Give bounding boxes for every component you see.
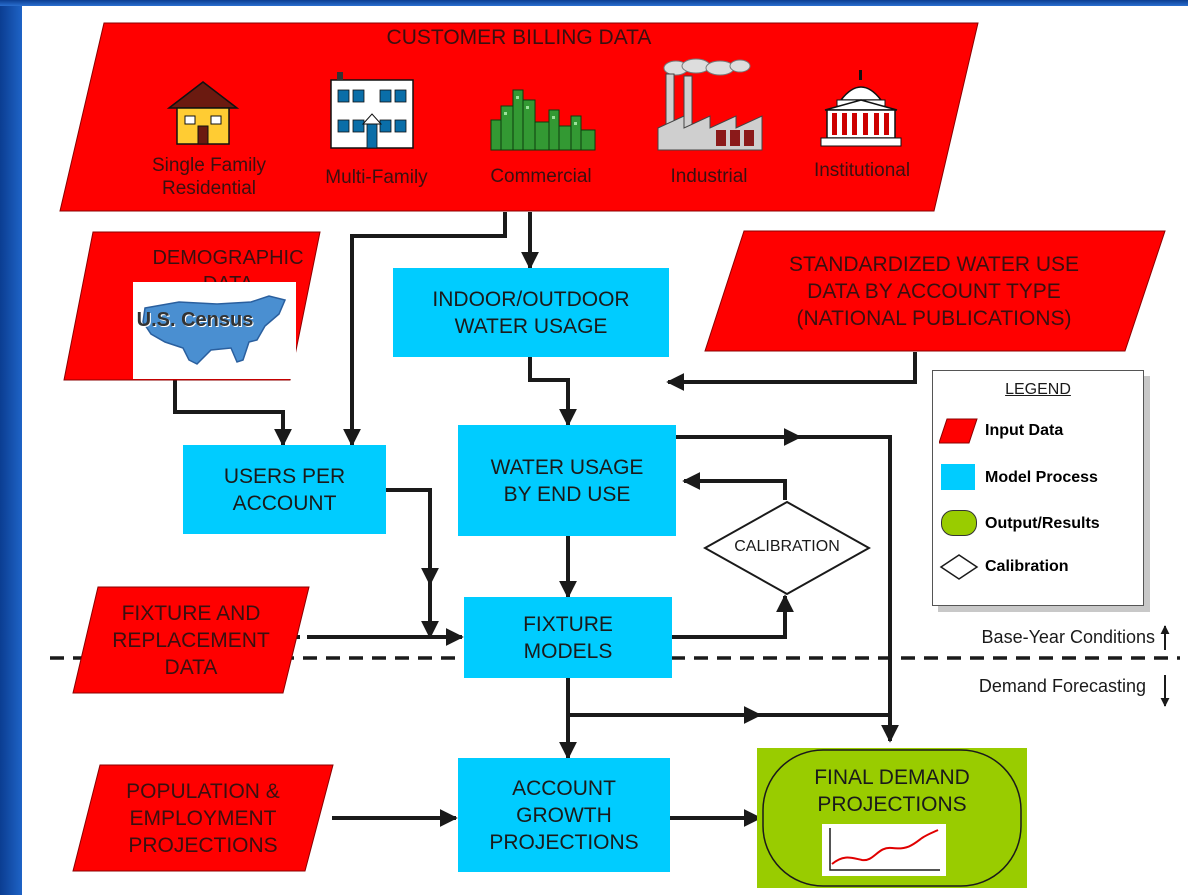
calibration-label: CALIBRATION	[734, 538, 840, 555]
input-parallelogram	[72, 586, 310, 694]
category-label-industrial: Industrial	[670, 166, 748, 187]
population-employment-block: POPULATION & EMPLOYMENT PROJECTIONS	[72, 764, 334, 872]
customer-billing-block: CUSTOMER BILLING DATA	[59, 22, 979, 212]
process-swatch	[941, 464, 975, 490]
legend: LEGEND Input Data Model Process Output/R…	[932, 370, 1144, 606]
final-demand-text: FINAL DEMAND PROJECTIONS	[814, 766, 970, 816]
fixture-data-text: FIXTURE AND REPLACEMENT DATA	[112, 601, 270, 679]
line-chart-icon	[822, 824, 946, 876]
category-label-commercial: Commercial	[490, 166, 592, 187]
demand-forecasting-label: Demand Forecasting	[978, 676, 1146, 696]
slide-frame-left	[0, 0, 22, 895]
legend-item-output: Output/Results	[939, 510, 1139, 538]
arrow-billing-to-users	[343, 212, 507, 447]
diamond-shape	[703, 500, 871, 596]
legend-title: LEGEND	[1005, 381, 1071, 398]
category-label-multi-family: Multi-Family	[325, 167, 428, 188]
input-swatch	[939, 418, 978, 444]
arrow-standardized-to-enduse	[666, 352, 917, 391]
arrow-users-to-fixture	[386, 488, 439, 639]
arrow-calibration-to-enduse	[682, 472, 787, 500]
arrow-census-to-users	[173, 378, 292, 447]
census-label: U.S. Census	[136, 309, 254, 331]
legend-item-input: Input Data	[939, 417, 1139, 445]
category-label-single-family: Single Family Residential	[151, 155, 267, 199]
population-text: POPULATION & EMPLOYMENT PROJECTIONS	[126, 779, 280, 857]
customer-billing-title: CUSTOMER BILLING DATA	[386, 26, 652, 49]
fixture-replacement-data-block: FIXTURE AND REPLACEMENT DATA	[72, 586, 310, 694]
census-map-card: U.S. Census	[133, 282, 296, 379]
calibration-swatch	[939, 554, 979, 580]
input-parallelogram	[704, 230, 1166, 352]
legend-label: Output/Results	[985, 515, 1100, 532]
base-year-conditions-label: Base-Year Conditions	[981, 627, 1155, 647]
legend-label: Input Data	[985, 422, 1064, 439]
capitol-building-icon	[820, 70, 902, 147]
usa-map-icon	[142, 295, 287, 365]
standardized-text: STANDARDIZED WATER USE DATA BY ACCOUNT T…	[788, 252, 1080, 330]
legend-label: Calibration	[985, 558, 1069, 575]
legend-item-calibration: Calibration	[939, 553, 1139, 581]
slide-frame-top	[0, 0, 1188, 6]
standardized-water-use-block: STANDARDIZED WATER USE DATA BY ACCOUNT T…	[704, 230, 1166, 352]
factory-icon	[657, 58, 763, 151]
input-parallelogram	[72, 764, 334, 872]
arrow-indoor-to-enduse	[528, 357, 577, 427]
category-label-institutional: Institutional	[813, 160, 911, 181]
calibration-diamond: CALIBRATION	[703, 500, 871, 596]
legend-label: Model Process	[985, 469, 1098, 486]
house-icon	[166, 81, 240, 145]
output-swatch	[941, 510, 977, 536]
final-demand-projections-block: FINAL DEMAND PROJECTIONS	[757, 748, 1027, 888]
arrow-enduse-to-final	[676, 435, 899, 743]
apartment-icon	[330, 72, 414, 149]
legend-item-process: Model Process	[939, 464, 1139, 492]
city-skyline-icon	[490, 89, 596, 151]
arrow-fixture-to-calibration	[672, 594, 794, 639]
